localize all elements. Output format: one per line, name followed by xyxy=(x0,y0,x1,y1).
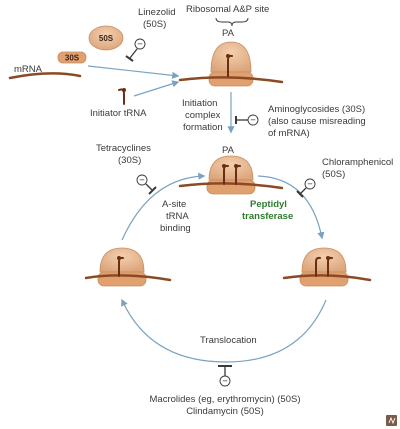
chloramphenicol-minus-icon xyxy=(304,178,316,190)
mrna-strand-right-ribosome xyxy=(282,274,372,282)
mrna-strand-top xyxy=(178,76,284,84)
linezolid-label-line2: (50S) xyxy=(143,19,166,30)
ribosome-left xyxy=(84,247,172,287)
ribosome-peptide-elongation xyxy=(178,155,284,195)
arrow-subunits-to-complex xyxy=(87,65,180,79)
arrow-cycle-bottom xyxy=(121,298,327,363)
arrow-cycle-top-left xyxy=(121,172,206,241)
tetracyclines-inhibitor: Tetracyclines (30S) − xyxy=(96,143,157,195)
translocation-label: Translocation xyxy=(200,335,257,346)
initiation-label-line2: complex xyxy=(185,110,221,121)
tetracyclines-minus-glyph: − xyxy=(139,175,145,186)
free-subunits-group: 50S 30S mRNA Initiator tRNA xyxy=(8,25,180,119)
ribosome-right xyxy=(282,247,372,287)
ribosomal-site-header: Ribosomal A&P site PA xyxy=(186,4,269,39)
chloramphenicol-label-line1: Chloramphenicol xyxy=(322,157,393,168)
peptidyl-label-line2: transferase xyxy=(242,211,293,222)
peptidyl-transferase-label: Peptidyl transferase xyxy=(242,199,293,222)
tetracyclines-label-line2: (30S) xyxy=(118,155,141,166)
mrna-strand-center xyxy=(178,182,284,190)
chloramphenicol-label-line2: (50S) xyxy=(322,169,345,180)
linezolid-minus-icon xyxy=(134,38,146,50)
asite-label-line1: A-site xyxy=(162,199,186,210)
chloramphenicol-inhibitor: Chloramphenicol (50S) − xyxy=(296,157,393,198)
pa-label-center: PA xyxy=(222,145,235,156)
aminoglycosides-label-line3: of mRNA) xyxy=(268,128,310,139)
macrolides-inhibitor: − Macrolides (eg, erythromycin) (50S) Cl… xyxy=(150,365,301,417)
aminoglycosides-label-line2: (also cause misreading xyxy=(268,116,366,127)
initiator-trna-icon xyxy=(118,88,126,105)
subunit-50s-label: 50S xyxy=(99,34,114,43)
subunit-30s: 30S xyxy=(57,51,87,64)
aminoglycosides-inhibitor: − Aminoglycosides (30S) (also cause misr… xyxy=(235,104,366,139)
arrow-trna-to-complex xyxy=(133,80,180,97)
linezolid-label-line1: Linezolid xyxy=(138,7,176,18)
macrolides-label-line2: Clindamycin (50S) xyxy=(186,406,264,417)
initiation-label-line3: formation xyxy=(183,122,223,133)
peptidyl-label-line1: Peptidyl xyxy=(250,199,287,210)
initiation-label: Initiation complex formation xyxy=(182,98,223,133)
tetracyclines-minus-icon xyxy=(136,174,148,186)
mrna-strand-left-ribosome xyxy=(84,274,172,282)
mrna-strand-left xyxy=(8,72,82,80)
asite-label-line3: binding xyxy=(160,223,191,234)
linezolid-minus-glyph: − xyxy=(137,39,143,50)
initiator-trna-label: Initiator tRNA xyxy=(90,108,147,119)
subunit-30s-label: 30S xyxy=(65,54,80,63)
tetracyclines-label-line1: Tetracyclines xyxy=(96,143,151,154)
macrolides-minus-icon xyxy=(219,375,231,387)
asite-label-line2: tRNA xyxy=(166,211,189,222)
macrolides-label-line1: Macrolides (eg, erythromycin) (50S) xyxy=(150,394,301,405)
mrna-label: mRNA xyxy=(14,64,43,75)
linezolid-inhibitor: Linezolid (50S) − xyxy=(125,7,176,62)
subunit-50s: 50S xyxy=(88,25,124,51)
aminoglycosides-label-line1: Aminoglycosides (30S) xyxy=(268,104,365,115)
initiation-label-line1: Initiation xyxy=(182,98,217,109)
macrolides-minus-glyph: − xyxy=(222,376,228,387)
chloramphenicol-minus-glyph: − xyxy=(307,179,313,190)
pa-label-top: PA xyxy=(222,28,235,39)
ribosome-initiation-complex xyxy=(178,41,284,87)
corner-badge-icon xyxy=(386,415,397,426)
aminoglycosides-minus-icon xyxy=(247,114,259,126)
asite-label: A-site tRNA binding xyxy=(160,199,191,234)
ribosomal-site-label: Ribosomal A&P site xyxy=(186,4,269,15)
aminoglycosides-minus-glyph: − xyxy=(250,115,256,126)
